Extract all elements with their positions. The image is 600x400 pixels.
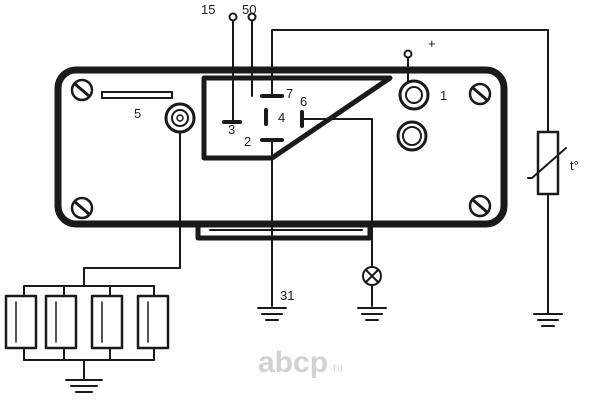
wire-plus: [403, 49, 413, 83]
label-terminal-50: 50: [242, 2, 256, 17]
label-plus: +: [428, 36, 436, 51]
wire-15-50: [228, 12, 257, 123]
watermark: abcp .ru: [258, 346, 343, 379]
ground-glow-plugs: [65, 379, 103, 393]
watermark-brand: abcp: [258, 346, 328, 379]
screw-bottom-right: [468, 194, 492, 218]
housing-slot: [101, 91, 173, 99]
housing-hole: [396, 120, 428, 152]
terminal-1: [398, 79, 430, 111]
screw-top-left: [70, 78, 94, 102]
glow-plug-bank: [4, 285, 170, 381]
terminal-5: [164, 102, 196, 134]
diagram-labels: 15 50 + 1 2 3 4 5 6 7 31 t°: [134, 2, 579, 303]
ground-thermistor: [533, 313, 563, 327]
screw-bottom-left: [70, 196, 94, 220]
watermark-suffix: .ru: [330, 362, 343, 374]
label-pin-2: 2: [244, 134, 251, 149]
label-pin-3: 3: [228, 122, 235, 137]
label-pin-7: 7: [286, 86, 293, 101]
label-pin-5: 5: [134, 106, 141, 121]
relay-pin-bars: [222, 94, 304, 142]
label-ground-31: 31: [280, 288, 294, 303]
wire-glow-plugs: [83, 131, 181, 287]
label-pin-1: 1: [440, 88, 447, 103]
label-pin-6: 6: [300, 94, 307, 109]
thermistor: [527, 130, 567, 196]
label-temperature: t°: [570, 158, 579, 173]
screw-top-right: [468, 82, 492, 106]
wire-ground-31: [257, 139, 287, 321]
wire-lamp: [301, 118, 387, 321]
relay-housing: [54, 66, 508, 241]
wire-thermistor: [271, 29, 549, 315]
label-terminal-15: 15: [201, 2, 215, 17]
label-pin-4: 4: [278, 110, 285, 125]
